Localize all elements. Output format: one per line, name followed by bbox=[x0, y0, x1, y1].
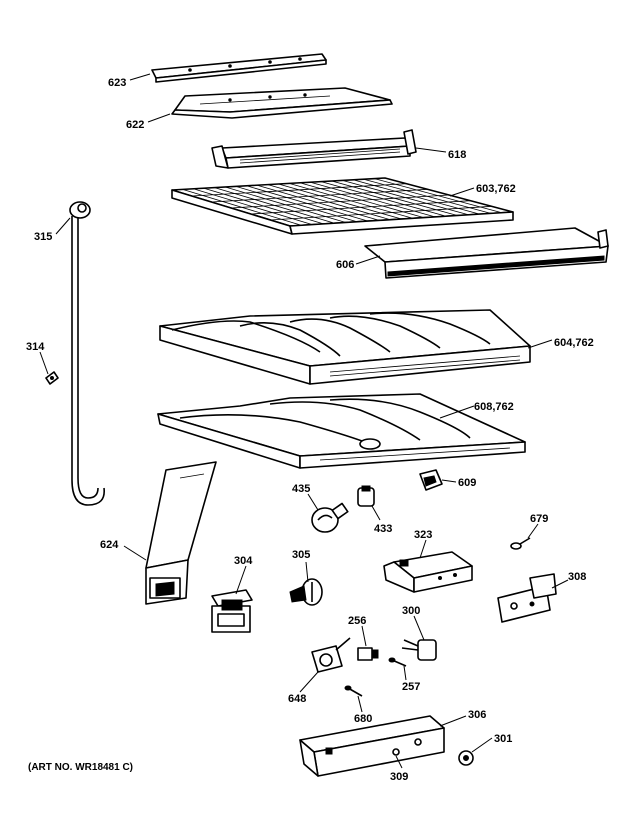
label-256: 256 bbox=[348, 615, 366, 627]
label-309: 309 bbox=[390, 771, 408, 783]
label-435: 435 bbox=[292, 483, 310, 495]
label-679: 679 bbox=[530, 513, 548, 525]
part-305-timer bbox=[289, 578, 323, 606]
part-622-plate bbox=[171, 87, 393, 119]
part-433-socket bbox=[357, 485, 375, 507]
label-433: 433 bbox=[374, 523, 392, 535]
part-679-screw bbox=[510, 537, 531, 550]
label-301: 301 bbox=[494, 733, 512, 745]
part-306-housing bbox=[299, 715, 445, 777]
part-680-screw bbox=[344, 685, 363, 697]
part-606-crisper-front bbox=[364, 227, 609, 279]
label-314: 314 bbox=[26, 341, 45, 353]
label-680: 680 bbox=[354, 713, 372, 725]
part-609-clip bbox=[419, 469, 443, 491]
label-257: 257 bbox=[402, 681, 420, 693]
part-624-cover bbox=[145, 461, 217, 605]
part-308-plate bbox=[497, 573, 557, 623]
part-604-tray bbox=[159, 309, 531, 385]
label-604-762: 604,762 bbox=[554, 337, 594, 349]
part-435-bulb bbox=[311, 502, 349, 533]
leader-lines bbox=[39, 73, 569, 769]
label-624: 624 bbox=[100, 539, 119, 551]
part-608-tray bbox=[157, 393, 526, 469]
art-number: (ART NO. WR18481 C) bbox=[28, 762, 133, 773]
part-618-rail bbox=[211, 129, 417, 169]
label-608-762: 608,762 bbox=[474, 401, 514, 413]
label-306: 306 bbox=[468, 709, 486, 721]
part-256-switch bbox=[357, 647, 379, 661]
part-304-relay bbox=[211, 589, 253, 633]
label-648: 648 bbox=[288, 693, 306, 705]
label-618: 618 bbox=[448, 149, 466, 161]
part-314-clip bbox=[45, 371, 59, 385]
label-622: 622 bbox=[126, 119, 144, 131]
part-257-screw bbox=[388, 657, 407, 667]
label-623: 623 bbox=[108, 77, 126, 89]
part-300-sensor bbox=[401, 639, 437, 661]
label-315: 315 bbox=[34, 231, 52, 243]
label-304: 304 bbox=[234, 555, 253, 567]
label-603-762: 603,762 bbox=[476, 183, 516, 195]
label-300: 300 bbox=[402, 605, 420, 617]
label-305: 305 bbox=[292, 549, 310, 561]
label-606: 606 bbox=[336, 259, 354, 271]
part-623-strip bbox=[151, 53, 327, 83]
part-301-knob bbox=[458, 750, 474, 766]
label-323: 323 bbox=[414, 529, 432, 541]
part-603-wire-shelf bbox=[171, 177, 514, 235]
part-315-drain-tube bbox=[69, 201, 105, 506]
label-308: 308 bbox=[568, 571, 586, 583]
part-323-bracket bbox=[383, 551, 473, 593]
part-648-timer bbox=[311, 637, 351, 673]
label-609: 609 bbox=[458, 477, 476, 489]
